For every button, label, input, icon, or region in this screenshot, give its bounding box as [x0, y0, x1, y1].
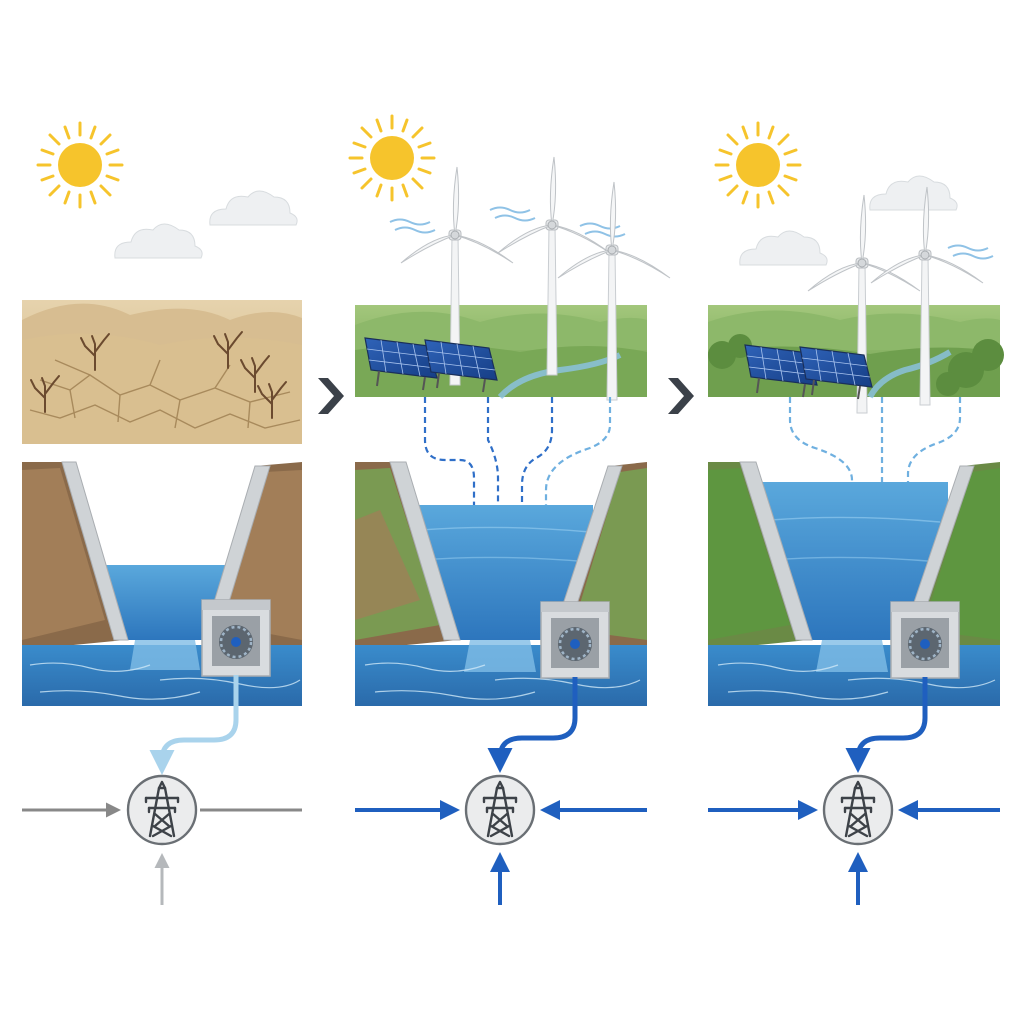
wind-lines — [389, 218, 436, 234]
dam-wall — [61, 461, 129, 641]
grid-node — [126, 774, 198, 846]
grid-node-renewables — [355, 677, 647, 905]
runoff-arrow — [423, 397, 480, 518]
cloud-icon — [869, 175, 958, 211]
grid-node — [464, 774, 536, 846]
runoff-arrow — [516, 397, 554, 518]
runoff-arrow — [788, 397, 858, 501]
grid-node-recovered — [708, 677, 1000, 905]
dam-scene — [355, 461, 647, 706]
wind-lines — [489, 206, 536, 222]
runoff-arrows — [423, 397, 612, 518]
runoff-arrow — [486, 397, 504, 518]
cloud-icon — [739, 230, 828, 266]
generation-flow-arrow — [845, 677, 928, 773]
dam-scene — [708, 461, 1000, 706]
stream — [497, 352, 622, 400]
turbine-house-icon — [539, 600, 611, 680]
stream — [867, 349, 952, 399]
panel-drought — [22, 121, 302, 905]
sun-icon — [714, 121, 802, 209]
dam-wall — [389, 461, 461, 641]
generation-flow-arrow — [487, 677, 578, 773]
runoff-arrows — [788, 397, 962, 501]
grid-node-drought — [22, 675, 302, 905]
turbine-house-icon — [889, 600, 961, 680]
runoff-arrow — [902, 397, 962, 501]
tree-clumps — [708, 334, 1004, 396]
panel-recovered — [708, 121, 1004, 905]
cloud-icon — [209, 190, 298, 226]
dam-wall — [739, 461, 813, 641]
grid-node — [822, 774, 894, 846]
panel-renewables — [348, 114, 671, 905]
sun-icon — [36, 121, 124, 209]
runoff-arrow — [540, 397, 612, 518]
generation-flow-arrow — [149, 675, 239, 775]
chevron-right-icon — [668, 378, 694, 414]
cloud-icon — [114, 223, 203, 259]
sun-icon — [348, 114, 436, 202]
dam-scene — [22, 461, 302, 706]
cracked-earth — [29, 359, 301, 429]
chevron-right-icon — [318, 378, 344, 414]
wind-lines — [579, 222, 626, 238]
turbine-house-icon — [200, 598, 272, 678]
dry-landscape — [22, 300, 302, 444]
wind-lines — [947, 244, 994, 260]
